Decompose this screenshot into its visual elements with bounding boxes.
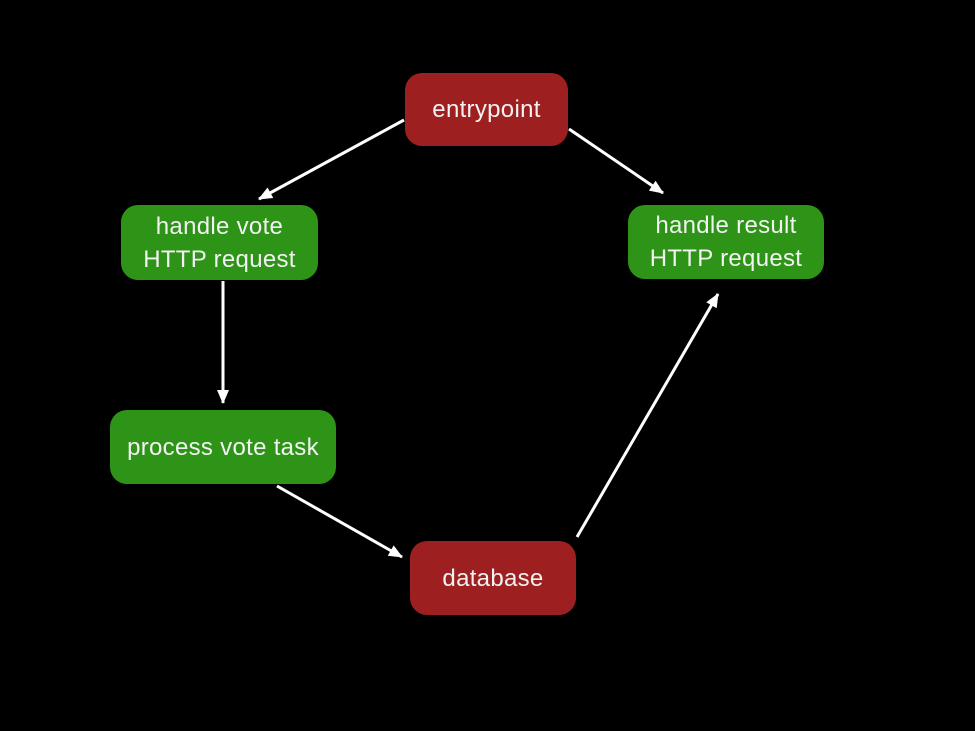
node-process-vote-task: process vote task bbox=[110, 410, 336, 484]
node-process-vote-task-label: process vote task bbox=[127, 433, 319, 461]
node-database-label: database bbox=[442, 564, 544, 592]
node-handle-result-http-request: handle result HTTP request bbox=[628, 205, 824, 279]
node-handle-vote-label: handle vote HTTP request bbox=[143, 212, 296, 273]
node-handle-vote-http-request: handle vote HTTP request bbox=[121, 205, 318, 280]
node-database: database bbox=[410, 541, 576, 615]
edge-entrypoint-to-handle-result bbox=[568, 127, 664, 195]
edge-database-to-handle-result bbox=[575, 293, 720, 538]
node-handle-result-label: handle result HTTP request bbox=[649, 212, 803, 272]
edge-entrypoint-to-handle-vote bbox=[258, 118, 405, 201]
edge-process-vote-task-to-database bbox=[276, 484, 403, 559]
node-entrypoint-label: entrypoint bbox=[432, 96, 541, 123]
node-entrypoint: entrypoint bbox=[405, 73, 568, 146]
